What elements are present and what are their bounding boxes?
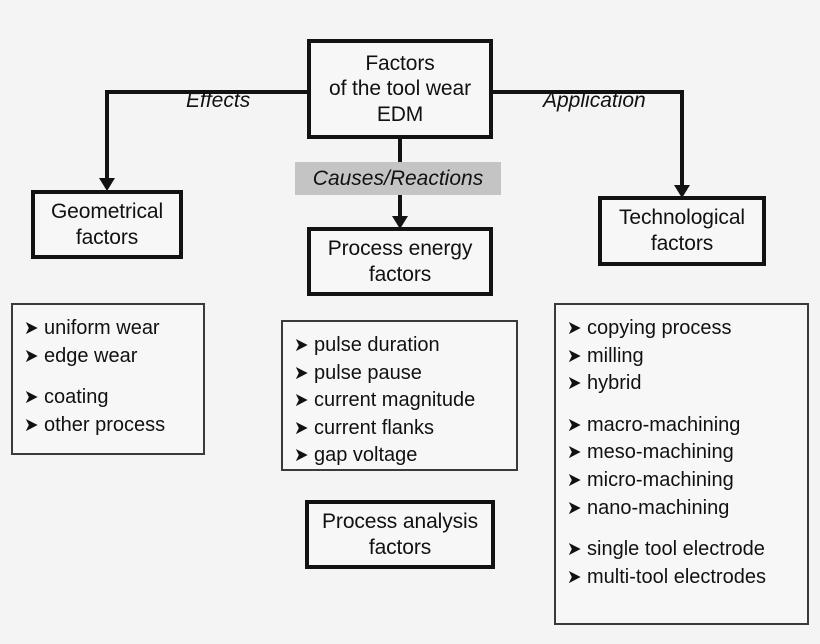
connector-left-drop <box>105 90 109 180</box>
process-analysis-line-2: factors <box>368 535 432 559</box>
process-analysis-line-1: Process analysis <box>322 509 478 533</box>
geometrical-line-1: Geometrical <box>50 199 164 223</box>
technological-line-1: Technological <box>619 206 745 230</box>
list-item-label: meso-machining <box>587 441 734 464</box>
list-item[interactable]: ➤ single tool electrode <box>566 536 799 564</box>
box-process-analysis-factors[interactable]: Process analysis factors <box>305 500 495 569</box>
list-item-label: uniform wear <box>44 317 160 339</box>
connector-center-stub <box>398 137 402 163</box>
bullet-arrow-icon: ➤ <box>566 497 582 519</box>
bullet-arrow-icon: ➤ <box>23 387 39 409</box>
list-item[interactable]: ➤ macro-machining <box>566 412 799 440</box>
list-item[interactable]: ➤ uniform wear <box>23 315 195 343</box>
bullet-arrow-icon: ➤ <box>566 414 582 436</box>
list-box-process-energy-factors: ➤ pulse duration ➤ pulse pause ➤ current… <box>281 320 518 471</box>
bullet-arrow-icon: ➤ <box>566 539 582 561</box>
box-process-energy-factors[interactable]: Process energy factors <box>307 227 493 296</box>
bullet-arrow-icon: ➤ <box>566 566 582 588</box>
arrowhead-right <box>674 185 690 198</box>
list-item-label: edge wear <box>44 344 138 367</box>
list-item-label: micro-machining <box>587 468 734 491</box>
list-item[interactable]: ➤ meso-machining <box>566 439 799 467</box>
list-item[interactable]: ➤ multi-tool electrodes <box>566 564 799 592</box>
root-box-line-3: EDM <box>376 102 424 126</box>
list-item[interactable]: ➤ pulse pause <box>293 360 508 388</box>
list-item-label: nano-machining <box>587 496 730 519</box>
list-gap <box>23 370 195 384</box>
list-item[interactable]: ➤ gap voltage <box>293 442 508 470</box>
list-item[interactable]: ➤ other process <box>23 412 195 440</box>
bullet-arrow-icon: ➤ <box>23 414 39 436</box>
arrowhead-left <box>99 178 115 191</box>
connector-right-drop <box>680 90 684 187</box>
bullet-arrow-icon: ➤ <box>293 335 309 356</box>
list-item-label: other process <box>44 413 166 436</box>
bullet-arrow-icon: ➤ <box>293 445 309 467</box>
root-box-factors-tool-wear-edm[interactable]: Factors of the tool wear EDM <box>307 39 493 139</box>
list-box-geometrical-factors: ➤ uniform wear ➤ edge wear ➤ coating ➤ o… <box>11 303 205 455</box>
branch-label-effects: Effects <box>186 89 251 112</box>
list-item[interactable]: ➤ copying process <box>566 315 799 343</box>
branch-label-application: Application <box>543 89 646 112</box>
list-item-label: single tool electrode <box>587 538 765 561</box>
list-item-label: coating <box>44 386 109 409</box>
list-item[interactable]: ➤ hybrid <box>566 370 799 398</box>
list-item-label: current flanks <box>314 416 435 439</box>
root-box-line-1: Factors <box>365 51 435 75</box>
bullet-arrow-icon: ➤ <box>293 362 309 384</box>
box-geometrical-factors[interactable]: Geometrical factors <box>31 190 183 259</box>
bullet-arrow-icon: ➤ <box>23 318 39 339</box>
geometrical-line-2: factors <box>75 225 139 249</box>
box-technological-factors[interactable]: Technological factors <box>598 196 766 266</box>
process-energy-line-1: Process energy <box>327 236 473 260</box>
bullet-arrow-icon: ➤ <box>566 373 582 395</box>
list-item-label: multi-tool electrodes <box>587 565 766 588</box>
list-item[interactable]: ➤ current flanks <box>293 415 508 443</box>
list-item[interactable]: ➤ micro-machining <box>566 467 799 495</box>
bullet-arrow-icon: ➤ <box>566 345 582 367</box>
list-item[interactable]: ➤ edge wear <box>23 343 195 371</box>
list-item[interactable]: ➤ current magnitude <box>293 387 508 415</box>
technological-line-2: factors <box>650 232 714 255</box>
list-item-label: milling <box>587 344 644 367</box>
root-box-line-2: of the tool wear <box>329 77 471 101</box>
bullet-arrow-icon: ➤ <box>23 345 39 367</box>
list-item-label: copying process <box>587 317 732 339</box>
list-item[interactable]: ➤ nano-machining <box>566 495 799 523</box>
list-item-label: gap voltage <box>314 444 418 467</box>
list-box-technological-factors: ➤ copying process ➤ milling ➤ hybrid ➤ m… <box>554 303 809 625</box>
bullet-arrow-icon: ➤ <box>566 469 582 491</box>
bullet-arrow-icon: ➤ <box>293 417 309 439</box>
list-item-label: hybrid <box>587 372 642 395</box>
list-item[interactable]: ➤ milling <box>566 343 799 371</box>
bullet-arrow-icon: ➤ <box>293 390 309 412</box>
list-item-label: pulse pause <box>314 361 422 384</box>
bullet-arrow-icon: ➤ <box>566 442 582 464</box>
connector-center-drop <box>398 195 402 221</box>
process-energy-line-2: factors <box>368 262 432 286</box>
list-gap <box>566 398 799 412</box>
list-item-label: pulse duration <box>314 334 440 356</box>
list-item[interactable]: ➤ pulse duration <box>293 332 508 360</box>
list-item[interactable]: ➤ coating <box>23 384 195 412</box>
list-gap <box>566 522 799 536</box>
list-item-label: macro-machining <box>587 413 741 436</box>
banner-causes-reactions: Causes/Reactions <box>295 162 501 195</box>
list-item-label: current magnitude <box>314 389 476 412</box>
arrowhead-center <box>392 216 408 229</box>
bullet-arrow-icon: ➤ <box>566 318 582 339</box>
